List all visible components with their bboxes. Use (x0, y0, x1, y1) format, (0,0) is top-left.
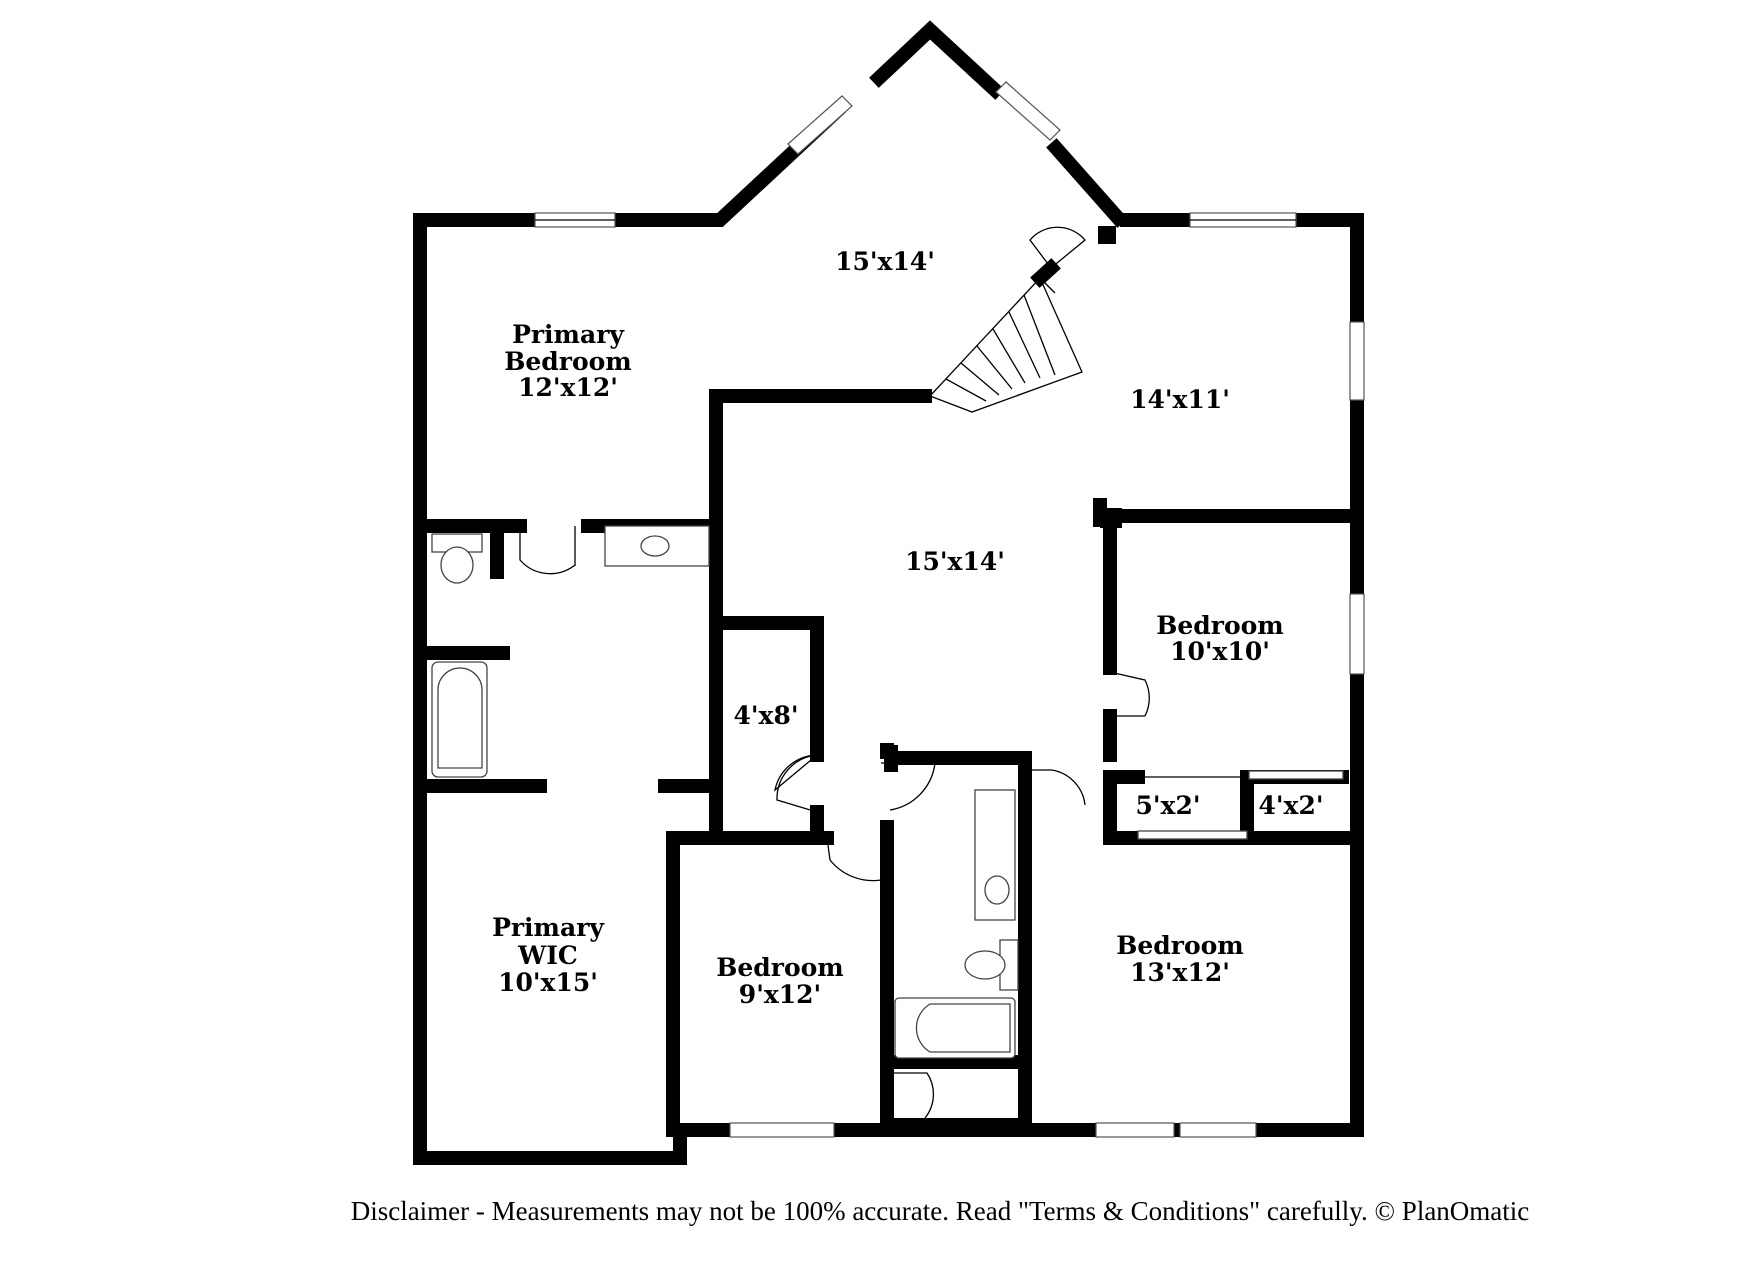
room-label-center-size: 15'x14' (905, 547, 1005, 576)
room-label-primary-bedroom-line2: Bedroom (504, 347, 632, 376)
room-label-bedroom-right-size: 10'x10' (1170, 637, 1270, 666)
room-label-primary-bedroom-size: 12'x12' (518, 373, 618, 402)
fixtures (431, 525, 1019, 1059)
room-label-nook-size: 15'x14' (835, 247, 935, 276)
room-label-primary-bedroom-line1: Primary (512, 320, 625, 349)
interior-walls (413, 226, 1364, 1137)
room-label-upper-right-size: 14'x11' (1130, 385, 1230, 414)
room-label-closet-a-size: 5'x2' (1135, 791, 1200, 820)
doors (519, 526, 1344, 1119)
room-label-primary-wic-size: 10'x15' (498, 968, 598, 997)
room-label-bedroom-lower-right-name: Bedroom (1116, 931, 1244, 960)
room-label-bedroom-right-name: Bedroom (1156, 611, 1284, 640)
windows (534, 81, 1365, 1138)
room-label-primary-wic-line1: Primary (492, 913, 605, 942)
room-label-bedroom-lower-right-size: 13'x12' (1130, 958, 1230, 987)
room-labels: 15'x14' Primary Bedroom 12'x12' 14'x11' … (492, 247, 1323, 1009)
room-label-primary-wic-line2: WIC (517, 941, 578, 970)
stair (928, 226, 1086, 413)
disclaimer-text: Disclaimer - Measurements may not be 100… (350, 1196, 1530, 1226)
room-label-bedroom-mid-name: Bedroom (716, 953, 844, 982)
room-label-closet-small-size: 4'x8' (733, 701, 798, 730)
room-label-bedroom-mid-size: 9'x12' (739, 980, 821, 1009)
room-label-closet-b-size: 4'x2' (1258, 791, 1323, 820)
